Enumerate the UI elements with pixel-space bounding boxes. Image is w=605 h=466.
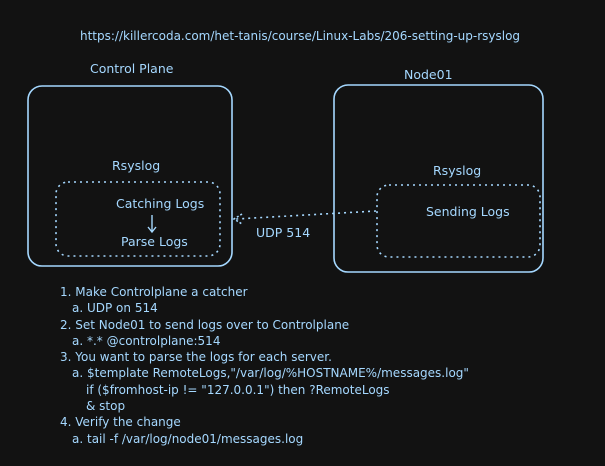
catching-logs-label: Catching Logs <box>116 196 205 211</box>
udp-port-label: UDP 514 <box>256 225 311 240</box>
parse-logs-label: Parse Logs <box>121 234 188 249</box>
node01-rsyslog-label: Rsyslog <box>433 163 482 178</box>
step-line: a. $template RemoteLogs,"/var/log/%HOSTN… <box>72 366 469 381</box>
step-line: 4. Verify the change <box>60 415 181 430</box>
control-plane-rsyslog-label: Rsyslog <box>112 158 161 173</box>
step-line: a. tail -f /var/log/node01/messages.log <box>72 431 304 446</box>
step-line: a. *.* @controlplane:514 <box>72 333 221 348</box>
setup-steps-list: 1. Make Controlplane a catcher a. UDP on… <box>60 284 469 447</box>
sending-logs-label: Sending Logs <box>426 204 510 219</box>
node01-rsyslog-box <box>376 184 541 258</box>
node01-box <box>333 84 544 273</box>
control-plane-box <box>27 85 233 267</box>
step-line: 3. You want to parse the logs for each s… <box>60 350 332 365</box>
step-line: 2. Set Node01 to send logs over to Contr… <box>60 317 350 332</box>
catching-to-parse-arrow <box>147 215 157 234</box>
node01-label: Node01 <box>404 67 453 82</box>
control-plane-label: Control Plane <box>90 61 174 76</box>
step-line: & stop <box>86 399 126 414</box>
step-line: 1. Make Controlplane a catcher <box>60 285 248 299</box>
step-line: a. UDP on 514 <box>72 301 158 316</box>
course-url[interactable]: https://killercoda.com/het-tanis/course/… <box>80 29 521 43</box>
udp-log-arrow <box>232 210 377 225</box>
step-line: if ($fromhost-ip != "127.0.0.1") then ?R… <box>86 382 390 397</box>
